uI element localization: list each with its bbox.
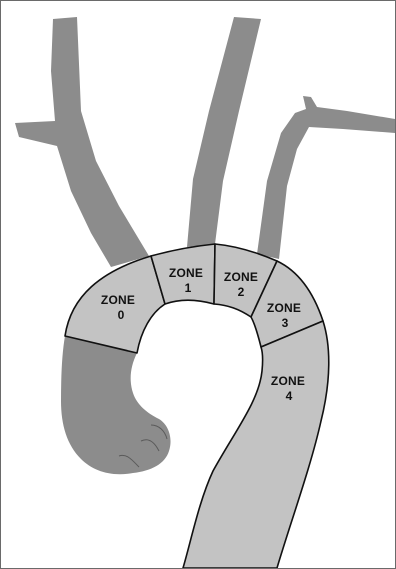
zone-1-word: ZONE [169,266,203,280]
branch-vessels [15,17,395,267]
zone-4-number: 4 [286,389,293,403]
left-branch-vessel [15,17,149,267]
zone-3-number: 3 [282,316,289,330]
zone-3-word: ZONE [267,301,301,315]
zone-0-word: ZONE [101,293,135,307]
zone-1-number: 1 [185,281,192,295]
zone-2-number: 2 [238,285,245,299]
zone-4-word: ZONE [271,374,305,388]
zone-0-number: 0 [118,308,125,322]
middle-branch-vessel [187,17,261,247]
zone-2-word: ZONE [224,270,258,284]
zone-4-segment [183,321,329,568]
right-branch-vessel [257,96,395,259]
aortic-root-bulb [61,336,171,474]
